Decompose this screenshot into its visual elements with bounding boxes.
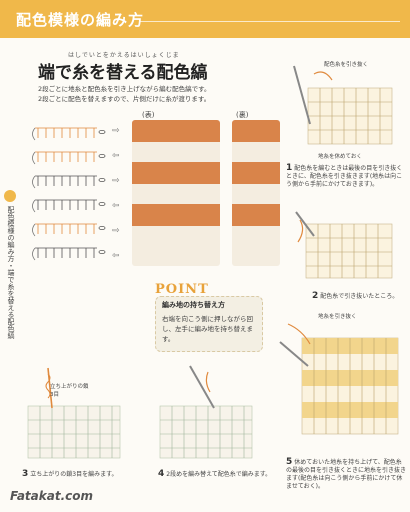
callout-pull-through-main: 地糸を引き抜く bbox=[318, 314, 357, 320]
side-tab-dot bbox=[4, 190, 16, 202]
callout-pull-through-color: 配色糸を引き抜く bbox=[324, 62, 369, 68]
step-5-illustration bbox=[279, 323, 399, 435]
step-1-description: 配色糸を編むときは最後の目を引き抜くときに、配色糸を引き抜きます(地糸は向こう側… bbox=[286, 165, 403, 188]
step-2-description: 配色糸で引き抜いたところ。 bbox=[320, 293, 399, 300]
crochet-hook-icon bbox=[293, 65, 311, 125]
callout-rest-main-yarn: 地糸を休めておく bbox=[318, 154, 362, 160]
back-swatch-label: (裏) bbox=[236, 111, 249, 119]
page-title: 端で糸を替える配色縞 bbox=[38, 63, 208, 83]
crochet-hook-icon bbox=[279, 341, 309, 367]
arrow-right-icon: ⇨ bbox=[112, 176, 120, 186]
arrow-left-icon: ⇦ bbox=[112, 151, 120, 161]
chart-row-2 bbox=[35, 151, 97, 162]
arrow-left-icon: ⇦ bbox=[112, 201, 120, 211]
step-3-number: 3 bbox=[22, 469, 29, 479]
step-4-illustration bbox=[159, 365, 253, 459]
step-2-illustration bbox=[295, 211, 393, 279]
page-header: 配色模様の編み方 bbox=[0, 0, 410, 38]
step-4-description: 2段めを編み替えて配色糸で編みます。 bbox=[166, 471, 272, 478]
intro-line-2: 2段ごとに配色を替えますので、片側だけに糸が渡ります。 bbox=[38, 95, 211, 103]
header-rule bbox=[140, 21, 400, 22]
front-swatch-label: (表) bbox=[142, 111, 155, 119]
point-title: 編み地の持ち替え方 bbox=[162, 301, 225, 309]
step-3-illustration bbox=[27, 367, 121, 459]
callout-turning-chain: 立ち上がりの鎖3目 bbox=[50, 384, 89, 398]
intro-line-1: 2段ごとに地糸と配色糸を引き上げながら編む配色縞です。 bbox=[38, 85, 211, 93]
intro-text: 2段ごとに地糸と配色糸を引き上げながら編む配色縞です。 2段ごとに配色を替えます… bbox=[38, 84, 268, 104]
front-swatch-photo bbox=[132, 120, 220, 266]
step-5-description: 休めておいた地糸を持ち上げて、配色糸の最後の目を引き抜くときに地糸を引き抜きます… bbox=[286, 459, 407, 490]
side-label: 配色模様の編み方・端で糸を替える配色縞 bbox=[7, 206, 15, 339]
arrow-right-icon: ⇨ bbox=[112, 126, 120, 136]
chart-row-5 bbox=[35, 223, 97, 234]
site-watermark: Fatakat.com bbox=[10, 489, 93, 503]
chart-row-6 bbox=[35, 247, 97, 258]
point-body: 右端を向こう側に押しながら回し、左手に編み地を持ち替えます。 bbox=[162, 315, 253, 343]
chart-row-1 bbox=[35, 127, 97, 138]
arrow-right-icon: ⇨ bbox=[112, 226, 120, 236]
back-swatch-photo bbox=[232, 120, 280, 266]
chart-edge-loops bbox=[32, 127, 36, 261]
header-title: 配色模様の編み方 bbox=[16, 11, 145, 29]
point-heading: POINT bbox=[155, 282, 209, 297]
chart-row-4 bbox=[35, 199, 97, 210]
step-5-number: 5 bbox=[286, 457, 293, 467]
crochet-symbol-chart bbox=[32, 127, 106, 261]
step-1-number: 1 bbox=[286, 163, 293, 173]
point-box bbox=[155, 296, 263, 352]
step-3-description: 立ち上がりの鎖3目を編みます。 bbox=[30, 471, 118, 478]
chart-chain-symbols bbox=[98, 129, 106, 254]
arrow-left-icon: ⇦ bbox=[112, 251, 120, 261]
chart-row-3 bbox=[35, 175, 97, 186]
step-2-number: 2 bbox=[312, 291, 319, 301]
crochet-hook-icon bbox=[189, 365, 215, 409]
step-4-number: 4 bbox=[158, 469, 165, 479]
row-direction-arrows: ⇨ ⇦ ⇨ ⇦ ⇨ ⇦ bbox=[112, 126, 126, 276]
crochet-hook-icon bbox=[295, 211, 315, 237]
step-1-illustration bbox=[293, 65, 393, 145]
title-furigana: はしでいとをかえるはいしょくじま bbox=[68, 52, 180, 59]
